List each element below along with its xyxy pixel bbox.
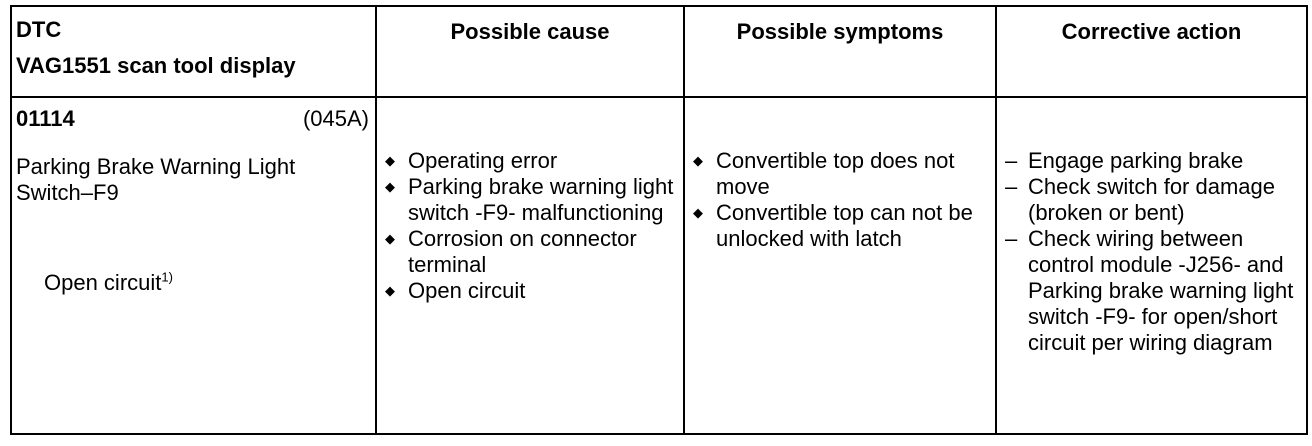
list-item: Open circuit bbox=[385, 278, 679, 304]
dtc-code-line: 01114 (045A) bbox=[12, 98, 375, 132]
cause-cell: Operating error Parking brake warning li… bbox=[375, 96, 685, 435]
list-item: Engage parking brake bbox=[1005, 148, 1302, 174]
header-cause-label: Possible cause bbox=[450, 19, 610, 44]
dtc-table: DTC VAG1551 scan tool display Possible c… bbox=[10, 5, 1308, 435]
list-item: Check switch for damage (broken or bent) bbox=[1005, 174, 1302, 226]
dtc-hex-code: (045A) bbox=[302, 106, 369, 131]
cause-list: Operating error Parking brake warning li… bbox=[377, 98, 683, 304]
fault-text: Open circuit bbox=[44, 270, 162, 295]
header-symptoms-label: Possible symptoms bbox=[736, 19, 944, 44]
header-scan-tool-label: VAG1551 scan tool display bbox=[16, 53, 296, 78]
list-item: Check wiring between control module -J25… bbox=[1005, 226, 1302, 356]
header-action-label: Corrective action bbox=[1061, 19, 1242, 44]
action-list: Engage parking brake Check switch for da… bbox=[997, 98, 1306, 356]
header-symptoms: Possible symptoms bbox=[683, 5, 997, 98]
list-item: Convertible top does not move bbox=[693, 148, 991, 200]
fault-type: Open circuit1) bbox=[12, 206, 375, 296]
header-dtc: DTC VAG1551 scan tool display bbox=[10, 5, 377, 98]
header-action: Corrective action bbox=[995, 5, 1308, 98]
action-cell: Engage parking brake Check switch for da… bbox=[995, 96, 1308, 435]
header-row: DTC VAG1551 scan tool display Possible c… bbox=[10, 5, 1308, 98]
dtc-cell: 01114 (045A) Parking Brake Warning Light… bbox=[10, 96, 377, 435]
dtc-code: 01114 bbox=[16, 106, 75, 131]
header-cause: Possible cause bbox=[375, 5, 685, 98]
list-item: Corrosion on connector terminal bbox=[385, 226, 679, 278]
list-item: Convertible top can not be unlocked with… bbox=[693, 200, 991, 252]
list-item: Operating error bbox=[385, 148, 679, 174]
dtc-table-frame: DTC VAG1551 scan tool display Possible c… bbox=[10, 5, 1308, 437]
symptoms-cell: Convertible top does not move Convertibl… bbox=[683, 96, 997, 435]
symptom-list: Convertible top does not move Convertibl… bbox=[685, 98, 995, 252]
footnote-marker: 1) bbox=[161, 269, 173, 285]
list-item: Parking brake warning light switch -F9- … bbox=[385, 174, 679, 226]
component-name: Parking Brake Warning Light Switch–F9 bbox=[16, 154, 296, 205]
header-dtc-label: DTC bbox=[16, 17, 62, 42]
table-row: 01114 (045A) Parking Brake Warning Light… bbox=[10, 96, 1308, 435]
